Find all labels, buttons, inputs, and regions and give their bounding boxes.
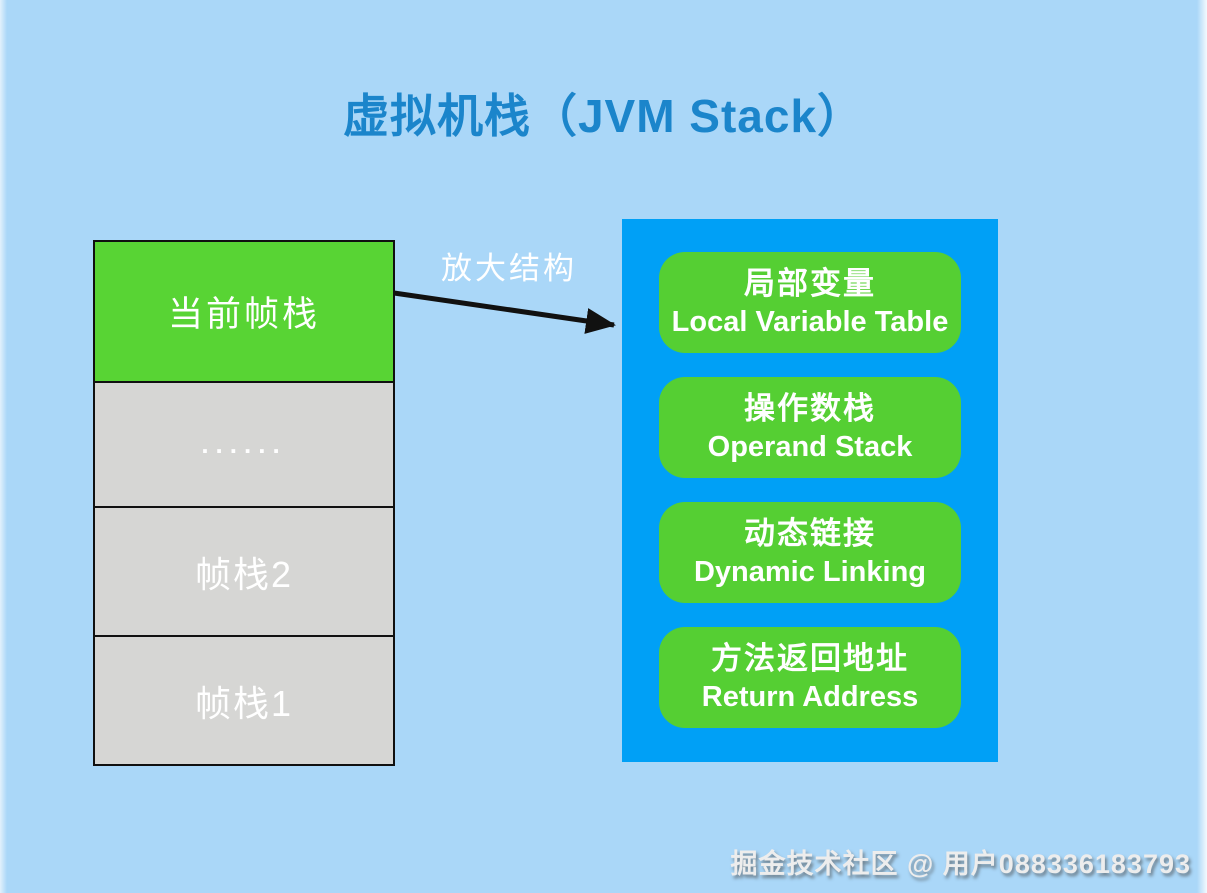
zoom-arrow-icon <box>393 290 616 334</box>
watermark: 掘金技术社区 @ 用户088336183793 <box>730 849 1191 879</box>
panel-item-zh: 局部变量 <box>744 266 876 301</box>
stack-frame-2: 帧栈2 <box>93 506 395 637</box>
panel-item-zh: 操作数栈 <box>744 391 876 426</box>
stack-frame-label: 帧栈2 <box>194 553 294 595</box>
panel-item-return-address: 方法返回地址 Return Address <box>659 627 961 728</box>
panel-item-en: Operand Stack <box>707 430 913 463</box>
stack-frame-label: 当前帧栈 <box>167 295 320 334</box>
page-title: 虚拟机栈（JVM Stack） <box>342 90 865 142</box>
frame-detail-panel: 局部变量 Local Variable Table 操作数栈 Operand S… <box>622 219 998 762</box>
stack-frame-ellipsis: ...... <box>93 381 395 508</box>
stack-frame-label: 帧栈1 <box>194 682 294 724</box>
stack-frame-1: 帧栈1 <box>93 635 395 766</box>
panel-item-en: Dynamic Linking <box>693 555 927 588</box>
panel-item-zh: 动态链接 <box>744 516 876 551</box>
panel-item-local-variable-table: 局部变量 Local Variable Table <box>659 252 961 353</box>
stack-frame-label: ...... <box>201 429 287 459</box>
panel-item-en: Return Address <box>701 680 919 713</box>
stack-frame-current: 当前帧栈 <box>93 240 395 383</box>
panel-item-zh: 方法返回地址 <box>711 641 909 676</box>
panel-item-en: Local Variable Table <box>671 305 949 338</box>
stack-frames-column: 当前帧栈 ...... 帧栈2 帧栈1 <box>93 240 395 766</box>
zoom-structure-label: 放大结构 <box>441 251 577 286</box>
panel-item-operand-stack: 操作数栈 Operand Stack <box>659 377 961 478</box>
panel-item-dynamic-linking: 动态链接 Dynamic Linking <box>659 502 961 603</box>
